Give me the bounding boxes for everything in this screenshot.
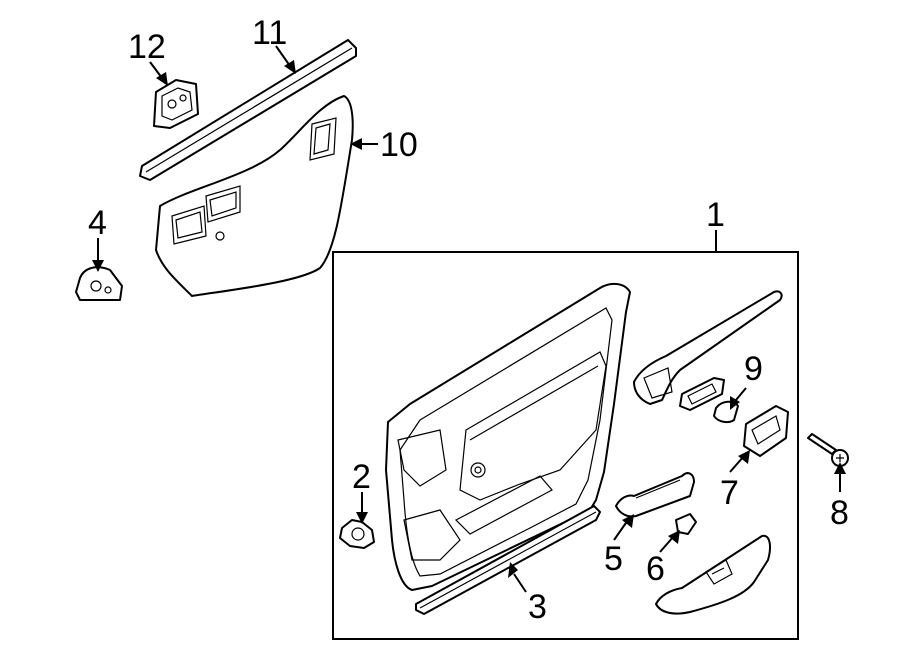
callout-12: 12 [128,28,166,66]
handle-escutcheon [679,377,725,411]
callout-1: 1 [706,196,725,234]
part-6-cover [675,513,697,535]
part-4-clip [75,266,123,301]
armrest-switch-panel [655,534,771,615]
callout-10: 10 [380,126,418,164]
callout-6: 6 [646,550,665,588]
callout-7: 7 [720,474,739,512]
part-7-switch-bracket [743,405,789,457]
callout-2: 2 [352,458,371,496]
part-3-belt-strip [415,505,601,615]
part-8-screw [807,433,849,467]
leader-lines [92,45,846,593]
part-2-push-pin [339,519,375,549]
callout-3: 3 [528,588,547,626]
part-1-assembly-frame [332,251,799,640]
part-10-watershield [155,95,354,297]
callout-4: 4 [88,204,107,242]
upper-armrest-trim [633,290,783,405]
part-12-bracket [153,79,199,129]
callout-8: 8 [830,494,849,532]
part-5-pull-handle [615,472,695,518]
callout-11: 11 [252,14,287,52]
part-11-weatherstrip [139,39,357,181]
callout-9: 9 [744,350,763,388]
callout-5: 5 [604,540,623,578]
door-trim-panel [385,282,631,591]
